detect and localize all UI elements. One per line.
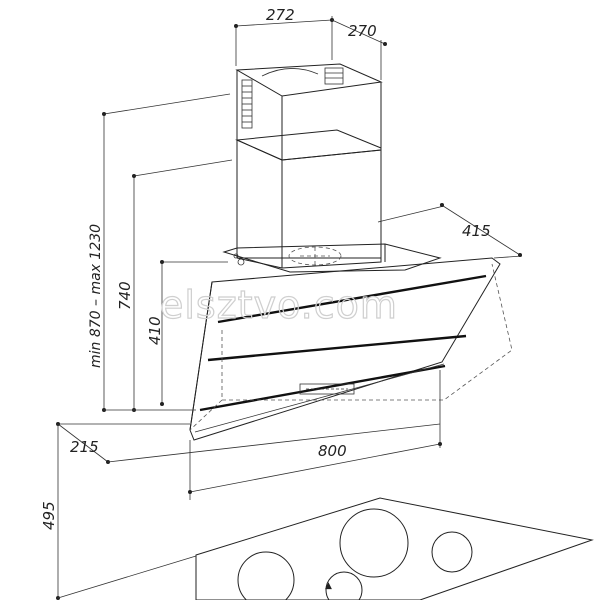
dim-800: 800 (107, 370, 442, 500)
dim-410-label: 410 (146, 316, 164, 345)
dim-270: 270 (331, 19, 387, 80)
dim-272-label: 272 (266, 6, 295, 24)
dim-495: 495 (40, 424, 197, 600)
motor-base (222, 243, 442, 273)
dim-495-label: 495 (40, 501, 58, 530)
vent-grille-icon (241, 67, 344, 129)
svg-text:▲: ▲ (325, 581, 332, 591)
control-panel-icon (299, 383, 355, 395)
watermark: elsztvo.com (160, 283, 398, 327)
dim-215: 215 (56, 422, 190, 464)
dim-272: 272 (234, 6, 334, 66)
dim-740-label: 740 (116, 281, 134, 310)
dim-415-label: 415 (462, 222, 491, 240)
dim-height-range-label: min 870 – max 1230 (88, 224, 104, 368)
cooktop: ▲ (195, 497, 594, 600)
dim-height-range: min 870 – max 1230 (88, 93, 231, 412)
dim-415: 415 (377, 203, 523, 259)
dim-270-label: 270 (348, 22, 377, 40)
dim-215-label: 215 (70, 438, 99, 456)
glass-hood-panel (189, 257, 513, 441)
dim-800-label: 800 (318, 442, 347, 460)
dim-410: 410 (146, 260, 228, 406)
dim-740: 740 (116, 159, 233, 412)
chimney-upper (235, 63, 383, 161)
